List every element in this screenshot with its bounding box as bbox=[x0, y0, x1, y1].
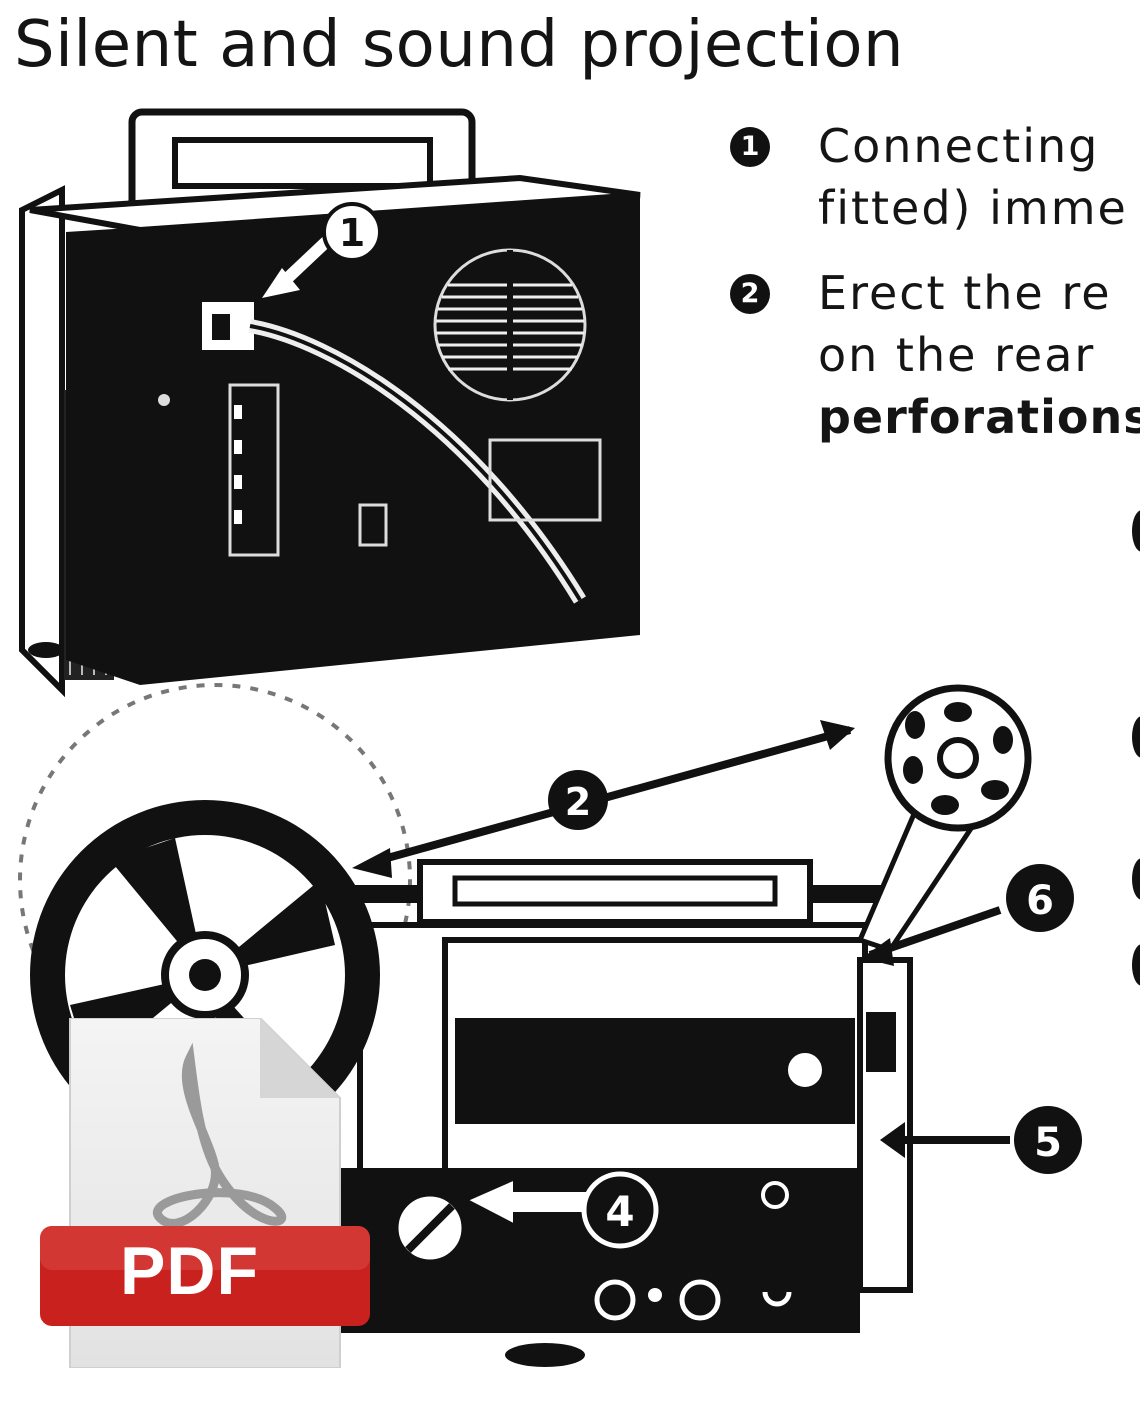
step-number-1: 1 bbox=[730, 127, 770, 167]
projector-rear-view: 1 bbox=[19, 108, 641, 698]
instruction-1-line-2: fitted) imme bbox=[818, 181, 1128, 235]
pdf-label: PDF bbox=[120, 1233, 259, 1309]
callout-4: 4 bbox=[605, 1187, 634, 1236]
instruction-2-line-2: on the rear bbox=[818, 328, 1096, 382]
callout-2: 2 bbox=[565, 780, 591, 824]
cut-off-step-marker bbox=[1132, 510, 1140, 552]
pdf-file-icon bbox=[40, 1018, 370, 1368]
callout-5: 5 bbox=[1034, 1120, 1062, 1166]
page-title: Silent and sound projection bbox=[14, 8, 905, 82]
cut-off-step-marker bbox=[1132, 944, 1140, 986]
callout-6: 6 bbox=[1026, 878, 1054, 924]
step-number-2: 2 bbox=[730, 274, 770, 314]
callout-1: 1 bbox=[339, 211, 365, 255]
instruction-1-line-1: Connecting bbox=[818, 119, 1100, 173]
instruction-2-line-3: perforations bbox=[818, 390, 1140, 444]
cut-off-step-marker bbox=[1132, 716, 1140, 758]
instruction-2-line-1: Erect the re bbox=[818, 266, 1112, 320]
cut-off-step-marker bbox=[1132, 858, 1140, 900]
